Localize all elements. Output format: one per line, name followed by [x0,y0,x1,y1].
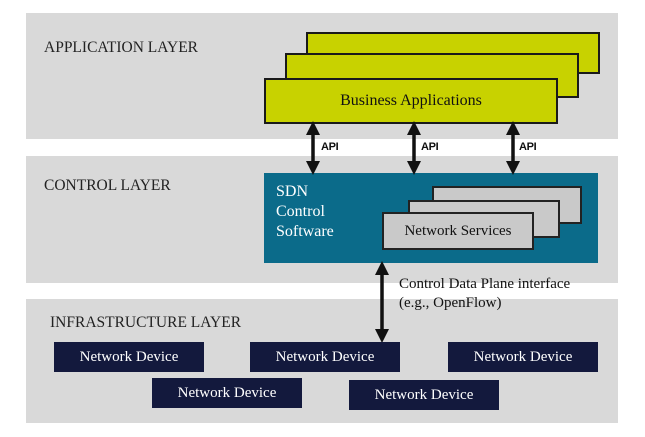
sdn-label-line: Control [276,203,325,220]
network-device: Network Device [54,342,204,372]
network-device: Network Device [349,380,499,410]
control-layer-title: CONTROL LAYER [44,177,171,194]
network-services-label: Network Services [404,222,512,239]
network-services-box: Network Services [382,212,534,250]
sdn-control-label: SDN Control Software [276,182,366,242]
network-device: Network Device [448,342,598,372]
api-label-left: API [321,141,339,153]
control-data-plane-label: Control Data Plane interface (e.g., Open… [399,275,570,313]
network-device: Network Device [152,378,302,408]
infrastructure-layer-title: INFRASTRUCTURE LAYER [50,314,242,331]
business-applications-label: Business Applications [340,92,482,109]
interface-line-2: (e.g., OpenFlow) [399,295,502,311]
application-layer-title: APPLICATION LAYER [44,39,199,56]
interface-line-1: Control Data Plane interface [399,276,571,292]
sdn-label-line: SDN [276,183,309,200]
api-label-right: API [519,141,537,153]
sdn-label-line: Software [276,223,334,240]
api-label-middle: API [421,141,439,153]
network-device: Network Device [250,342,400,372]
